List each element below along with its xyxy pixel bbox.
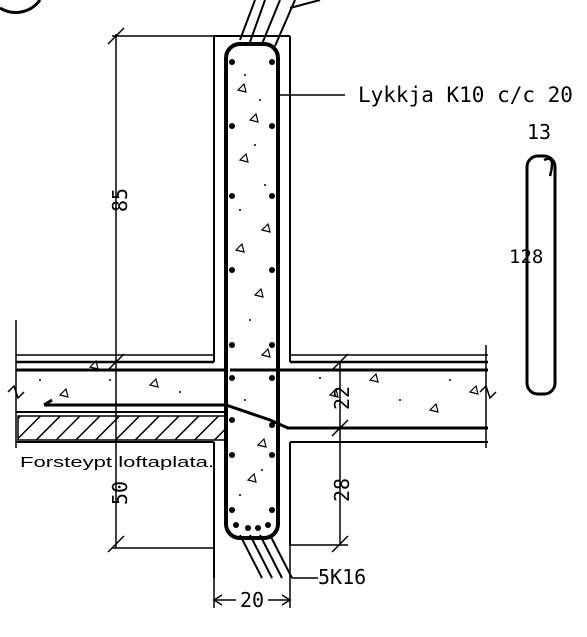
concrete-dots xyxy=(39,74,451,496)
stirrup-shape xyxy=(525,154,557,396)
detail-marker-arc xyxy=(0,0,42,14)
concrete-aggregate xyxy=(58,82,479,483)
dimension-lines xyxy=(107,27,349,608)
below-slab-dimension: 28 xyxy=(330,478,354,502)
lower-height-dimension: 50 xyxy=(108,481,132,505)
stirrup-label: Lykkja K10 c/c 20 xyxy=(358,83,573,107)
precast-slab-hatch xyxy=(17,415,227,441)
slab-bars xyxy=(16,368,488,430)
stirrup-hook xyxy=(543,157,554,177)
stirrup-height-dimension: 128 xyxy=(509,246,543,268)
wall-outline xyxy=(213,35,291,578)
wall-width-dimension: 20 xyxy=(240,588,264,612)
slab-thickness-dimension: 22 xyxy=(330,386,354,410)
bottom-bars-label: 5K16 xyxy=(318,565,366,589)
top-bar-leaders xyxy=(239,0,321,47)
upper-height-dimension: 85 xyxy=(108,188,132,212)
bottom-bar-leaders xyxy=(239,534,318,579)
rebar-dots xyxy=(229,59,275,531)
stirrup-top-dimension: 13 xyxy=(527,120,551,144)
precast-slab-label: Forsteypt loftaplata. xyxy=(20,454,214,471)
